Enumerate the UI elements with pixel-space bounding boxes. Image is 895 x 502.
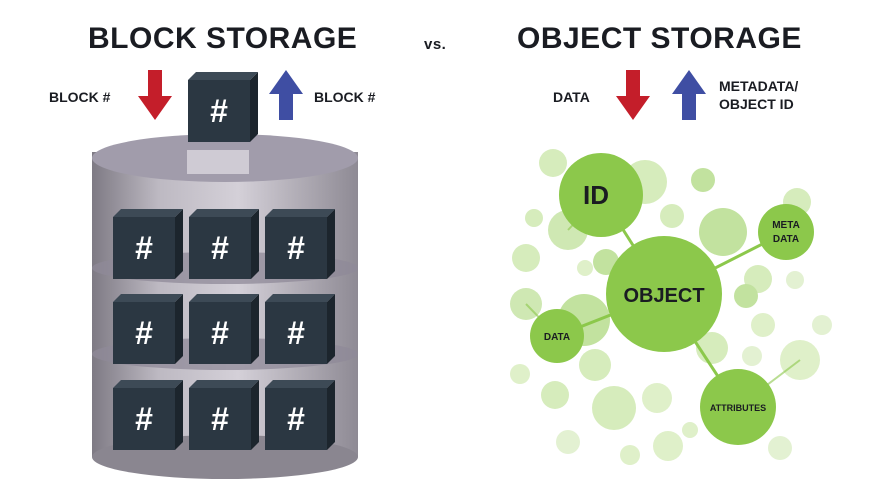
hash-symbol: # [211,401,229,437]
stored-block: # [189,380,259,450]
stored-block: # [265,380,335,450]
object-out-label-line1: METADATA/ [719,78,799,94]
hash-symbol: # [135,315,153,351]
stored-block: # [113,209,183,279]
metadata-node: META DATA [758,204,814,260]
metadata-node-label-line1: META [772,220,800,231]
up-arrow-icon [672,70,706,120]
object-out-label-line2: OBJECT ID [719,96,794,112]
hash-symbol: # [287,230,305,266]
stored-block: # [189,294,259,364]
vs-label: vs. [424,36,447,53]
attributes-node-label: ATTRIBUTES [710,403,766,413]
empty-slot [187,150,249,174]
metadata-node-label-line2: DATA [773,234,799,245]
stored-block: # [265,294,335,364]
down-arrow-icon [138,70,172,120]
block-in-label: BLOCK # [49,89,111,105]
hash-symbol: # [287,315,305,351]
up-arrow-icon [269,70,303,120]
down-arrow-icon [616,70,650,120]
hash-symbol: # [135,230,153,266]
stored-block: # [189,209,259,279]
hash-symbol: # [211,230,229,266]
hash-symbol: # [210,93,228,129]
data-node-label: DATA [544,332,570,343]
hash-symbol: # [287,401,305,437]
hash-symbol: # [135,401,153,437]
stored-block: # [113,294,183,364]
id-node-label: ID [583,180,609,210]
attributes-node: ATTRIBUTES [700,369,776,445]
block-storage-title: BLOCK STORAGE [88,22,358,55]
block-out-label: BLOCK # [314,89,376,105]
stored-block: # [265,209,335,279]
incoming-block: # [188,72,258,142]
stored-block: # [113,380,183,450]
block-grid: # # # # # # # # # # [113,72,335,450]
object-in-label: DATA [553,89,590,105]
data-node: DATA [530,309,584,363]
id-node: ID [559,153,643,237]
object-storage-title: OBJECT STORAGE [517,22,802,55]
hash-symbol: # [211,315,229,351]
object-node: OBJECT [606,236,722,352]
object-node-label: OBJECT [623,285,704,307]
